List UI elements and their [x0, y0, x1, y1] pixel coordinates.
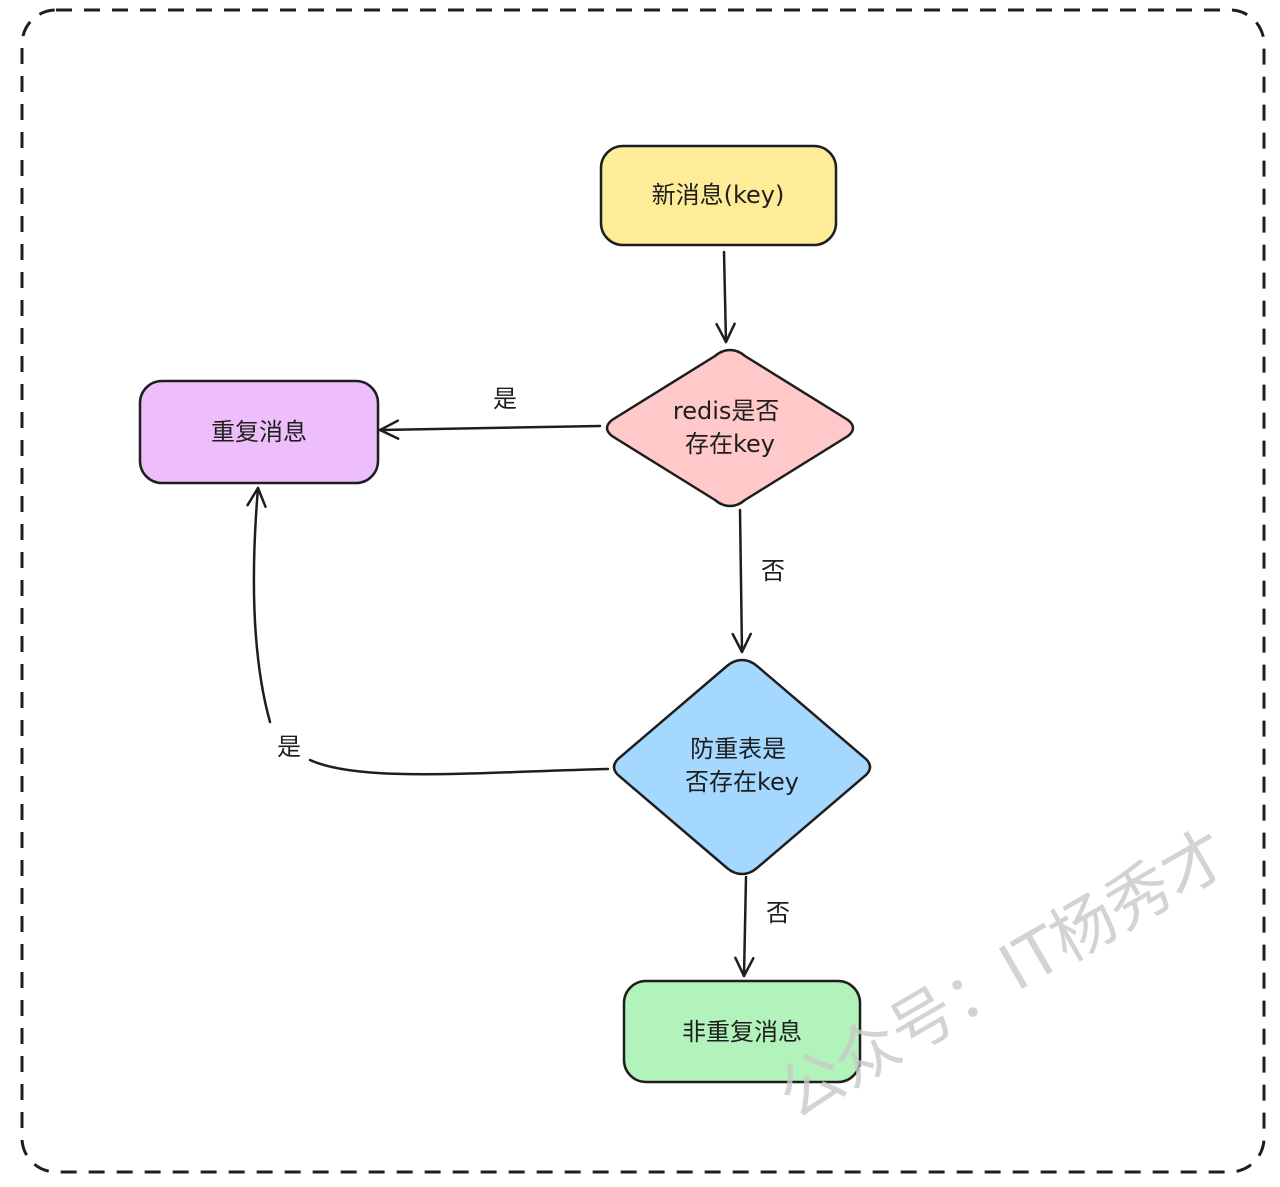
node-new-message[interactable]: 新消息(key): [599, 144, 838, 247]
node-duplicate-label: 重复消息: [211, 418, 307, 446]
node-redis-check-shape: [605, 348, 855, 508]
edge-redis-to-dedup-label: 否: [761, 557, 785, 585]
edge-dedup-to-non-duplicate: [734, 875, 755, 978]
edge-dedup-to-non-duplicate-label: 否: [766, 899, 790, 927]
node-dedup-table-check-line-1: 防重表是: [690, 735, 786, 763]
node-dedup-table-check-line-2: 否存在key: [685, 768, 799, 796]
edge-redis-to-duplicate: [378, 419, 602, 440]
edge-dedup-to-duplicate-label: 是: [277, 733, 301, 761]
node-redis-check[interactable]: redis是否 存在key: [605, 348, 855, 508]
node-duplicate[interactable]: 重复消息: [138, 379, 380, 485]
outer-frame: [20, 8, 1266, 1174]
node-non-duplicate-label: 非重复消息: [682, 1018, 802, 1046]
edge-new-to-redis: [715, 250, 736, 344]
node-new-message-shape: [599, 144, 838, 247]
node-non-duplicate-shape: [622, 979, 862, 1084]
node-non-duplicate[interactable]: 非重复消息: [622, 979, 862, 1084]
node-dedup-table-check[interactable]: 防重表是 否存在key: [612, 658, 872, 876]
node-redis-check-line-2: 存在key: [685, 430, 775, 458]
node-redis-check-label: redis是否 存在key: [673, 397, 787, 458]
edge-redis-to-duplicate-label: 是: [493, 385, 517, 413]
watermark-text: 公众号：IT杨秀才: [766, 817, 1241, 1134]
node-redis-check-line-1: redis是否: [673, 397, 780, 425]
node-dedup-table-check-label: 防重表是 否存在key: [685, 735, 799, 796]
edge-dedup-to-duplicate: [254, 488, 610, 776]
node-new-message-label: 新消息(key): [652, 181, 785, 209]
node-dedup-table-check-shape: [612, 658, 872, 876]
edge-redis-to-dedup: [731, 508, 752, 654]
